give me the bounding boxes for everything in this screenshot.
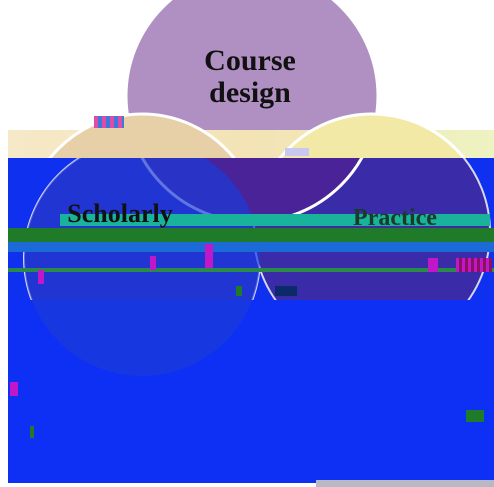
glitch-mark-3 [38,270,44,284]
glitch-teal-bar [60,214,490,226]
glitch-mark-6 [10,382,18,396]
glitch-mark-5 [456,258,492,272]
shadow-circle-bottom-left [24,158,260,376]
glitch-green-bar [8,228,494,242]
glitch-mark-10 [285,148,309,156]
label-course-line2: design [209,75,291,109]
glitch-mark-9 [94,116,124,128]
glitch-mark-2 [205,244,213,268]
label-scholarly: Scholarly [67,199,173,228]
glitch-green-strip [8,268,494,272]
label-course-line1: Course [204,44,296,77]
glitch-mark-11 [236,286,242,296]
glitch-mark-8 [30,426,34,438]
glitch-blue-bar [8,242,494,252]
glitch-mark-7 [466,410,484,422]
label-course-design: Course design [180,45,320,108]
glitch-mark-1 [150,256,156,270]
glitch-mark-12 [275,286,297,296]
bottom-gray-strip [316,480,494,487]
label-practice: Practice [353,205,437,231]
glitch-mark-4 [428,258,438,272]
